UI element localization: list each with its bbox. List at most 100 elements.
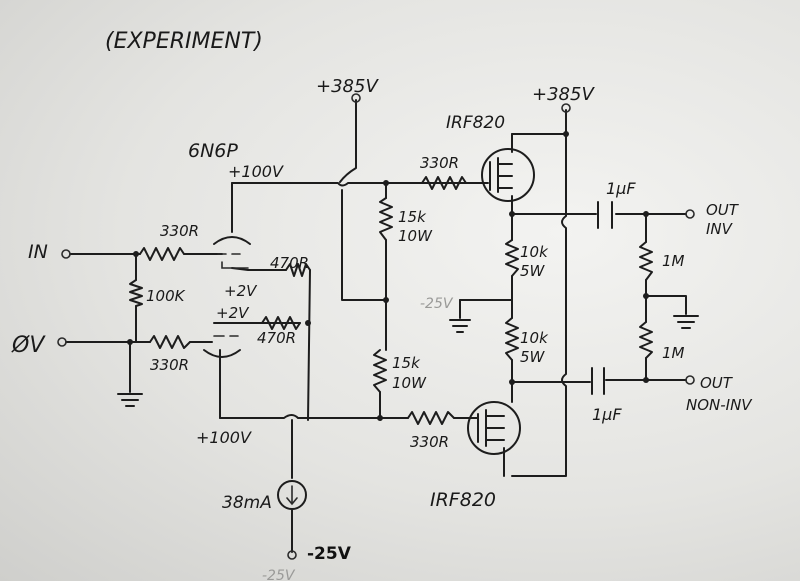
drain-rail: [511, 133, 567, 477]
ccs-arrow: [286, 485, 298, 506]
resistor-in-top: [139, 247, 185, 261]
triode-top-plate: [213, 236, 251, 245]
terminal-out-noninv: [685, 375, 695, 385]
r-10k-bottom-watt: 5W: [520, 348, 546, 366]
mosfet-bottom-body: [467, 401, 521, 455]
resistor-1m-top: [639, 241, 653, 281]
mosfet-bottom-terminals: [485, 415, 505, 441]
r-15k-bottom-watt: 10W: [392, 374, 427, 392]
r-grid-leak-label: 100K: [146, 287, 186, 305]
plate-top-line: [231, 182, 469, 187]
resistors: [129, 176, 653, 425]
capacitor-top: [597, 201, 613, 229]
resistor-grid-leak: [129, 279, 143, 307]
r-gate-top-label: 330R: [420, 154, 459, 172]
out-inv-sublabel: INV: [706, 220, 734, 238]
junction: [377, 415, 383, 421]
out-noninv-label: OUT: [700, 374, 734, 392]
terminal-neg-supply: [287, 550, 297, 560]
junctions: [127, 131, 649, 421]
neg-supply-label: -25V: [307, 544, 352, 564]
triode-bottom-plate: [203, 349, 241, 358]
resistor-in-bottom: [149, 335, 191, 349]
terminal-supply-right: [561, 103, 571, 113]
mosfet-bottom-label: IRF820: [430, 489, 496, 511]
junction: [509, 379, 515, 385]
bias-top-label: +2V: [224, 282, 258, 300]
resistor-10k-bottom: [505, 317, 519, 361]
out-noninv-sublabel: NON-INV: [686, 396, 753, 414]
bias-bottom-label: +2V: [216, 304, 250, 322]
tube-label: 6N6P: [188, 140, 238, 162]
out-inv-label: OUT: [706, 201, 740, 219]
r-1m-bottom-label: 1M: [662, 344, 685, 362]
r-1m-top-label: 1M: [662, 252, 685, 270]
resistor-gate-top: [421, 176, 467, 190]
r-15k-bottom-label: 15k: [392, 354, 421, 372]
mosfet-top-label: IRF820: [446, 113, 505, 133]
terminal-out-inv: [685, 209, 695, 219]
plate-bottom-line: [219, 414, 409, 419]
supply-left-wire: [339, 99, 357, 183]
ground-right: [673, 315, 699, 329]
ground-mid: [449, 299, 471, 333]
junction: [643, 211, 649, 217]
supply-right-label: +385V: [532, 84, 595, 105]
grounds: [117, 299, 699, 407]
resistor-10k-top: [505, 239, 519, 277]
r-gate-bottom-label: 330R: [410, 433, 449, 451]
mosfet-bottom: [467, 401, 521, 455]
r-15k-top-label: 15k: [398, 208, 427, 226]
faint-bottom-label: -25V: [262, 568, 296, 581]
r-15k-top-watt: 10W: [398, 227, 433, 245]
triode-tube: [203, 236, 251, 358]
resistor-cathode-top: [285, 263, 311, 277]
r-10k-bottom-label: 10k: [520, 329, 549, 347]
in-label: IN: [28, 241, 48, 263]
r-in-bottom-label: 330R: [150, 356, 189, 374]
resistor-1m-bottom: [639, 321, 653, 359]
r-in-top-label: 330R: [160, 222, 199, 240]
junction: [383, 297, 389, 303]
mosfet-top: [481, 148, 535, 202]
capacitors: [591, 201, 613, 395]
junction: [643, 293, 649, 299]
junction: [383, 180, 389, 186]
triode-top-cathode: [221, 261, 249, 269]
resistor-gate-bottom: [407, 411, 455, 425]
plate-bottom-label: +100V: [196, 428, 252, 447]
ground-right-wire: [645, 295, 687, 315]
r-10k-top-watt: 5W: [520, 262, 546, 280]
junction: [509, 211, 515, 217]
supply-divider-wire: [341, 189, 385, 301]
junction: [133, 251, 139, 257]
terminal-supply-left: [351, 93, 361, 103]
faint-mid-label: -25V: [420, 296, 454, 312]
resistor-15k-bottom: [373, 349, 387, 393]
ccs-symbol: [277, 480, 307, 510]
terminal-in: [61, 249, 71, 259]
ccs-circle: [277, 480, 307, 510]
junction: [563, 131, 569, 137]
wires: [65, 99, 687, 553]
title-label: (EXPERIMENT): [105, 29, 263, 54]
resistor-cathode-bottom: [261, 316, 301, 330]
cap-bottom-label: 1μF: [592, 405, 622, 424]
plate-top-label: +100V: [228, 162, 284, 181]
terminal-zero-v: [57, 337, 67, 347]
junction: [305, 320, 311, 326]
capacitor-bottom: [591, 367, 605, 395]
r-cath-bottom-label: 470R: [257, 329, 296, 347]
supply-left-label: +385V: [316, 76, 379, 97]
mosfet-top-terminals: [497, 163, 513, 189]
r-10k-top-label: 10k: [520, 243, 549, 261]
junction: [127, 339, 133, 345]
cap-top-label: 1μF: [606, 179, 636, 198]
terminals: [57, 93, 695, 560]
zero-v-label: ØV: [11, 333, 46, 358]
ground-left: [117, 393, 143, 407]
mosfet-top-body: [481, 148, 535, 202]
junction: [643, 377, 649, 383]
